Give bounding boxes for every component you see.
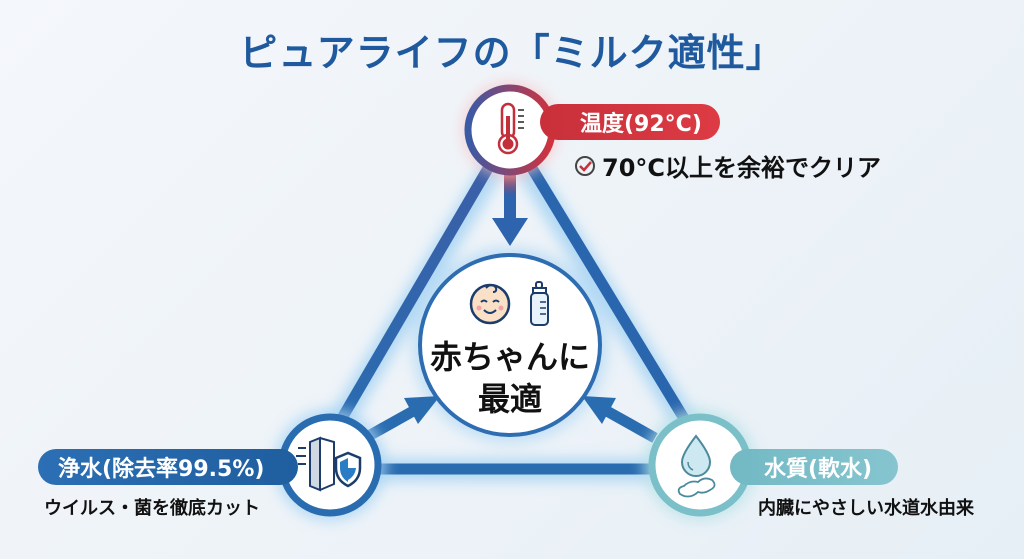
temperature-detail-text: 70°C以上を余裕でクリア	[602, 154, 882, 182]
center-line-1: 赤ちゃんに	[429, 338, 590, 376]
center-circle	[418, 253, 602, 437]
baby-face-icon	[469, 283, 511, 325]
filter-shield-icon	[296, 436, 362, 492]
water-quality-detail: 内臓にやさしい水道水由来	[758, 498, 974, 519]
temperature-detail: 70°C以上を余裕でクリア	[574, 148, 881, 183]
water-quality-label: 水質(軟水)	[730, 449, 898, 485]
center-line-2: 最適	[477, 380, 542, 418]
purification-label: 浄水(除去率99.5%)	[38, 449, 298, 485]
arrow-up-left-icon	[582, 396, 658, 443]
baby-bottle-icon	[530, 281, 549, 326]
purification-detail: ウイルス・菌を徹底カット	[44, 498, 260, 519]
arrow-down-icon	[492, 172, 528, 246]
thermometer-icon	[497, 102, 524, 155]
temperature-label: 温度(92°C)	[540, 104, 720, 140]
edge-top-left	[333, 162, 495, 428]
edge-top-right	[525, 162, 693, 428]
water-drop-baby-icon	[677, 434, 716, 498]
page-title: ピュアライフの「ミルク適性」	[239, 31, 785, 75]
center-message: 赤ちゃんに 最適	[420, 336, 600, 420]
check-circle-icon	[575, 155, 595, 176]
